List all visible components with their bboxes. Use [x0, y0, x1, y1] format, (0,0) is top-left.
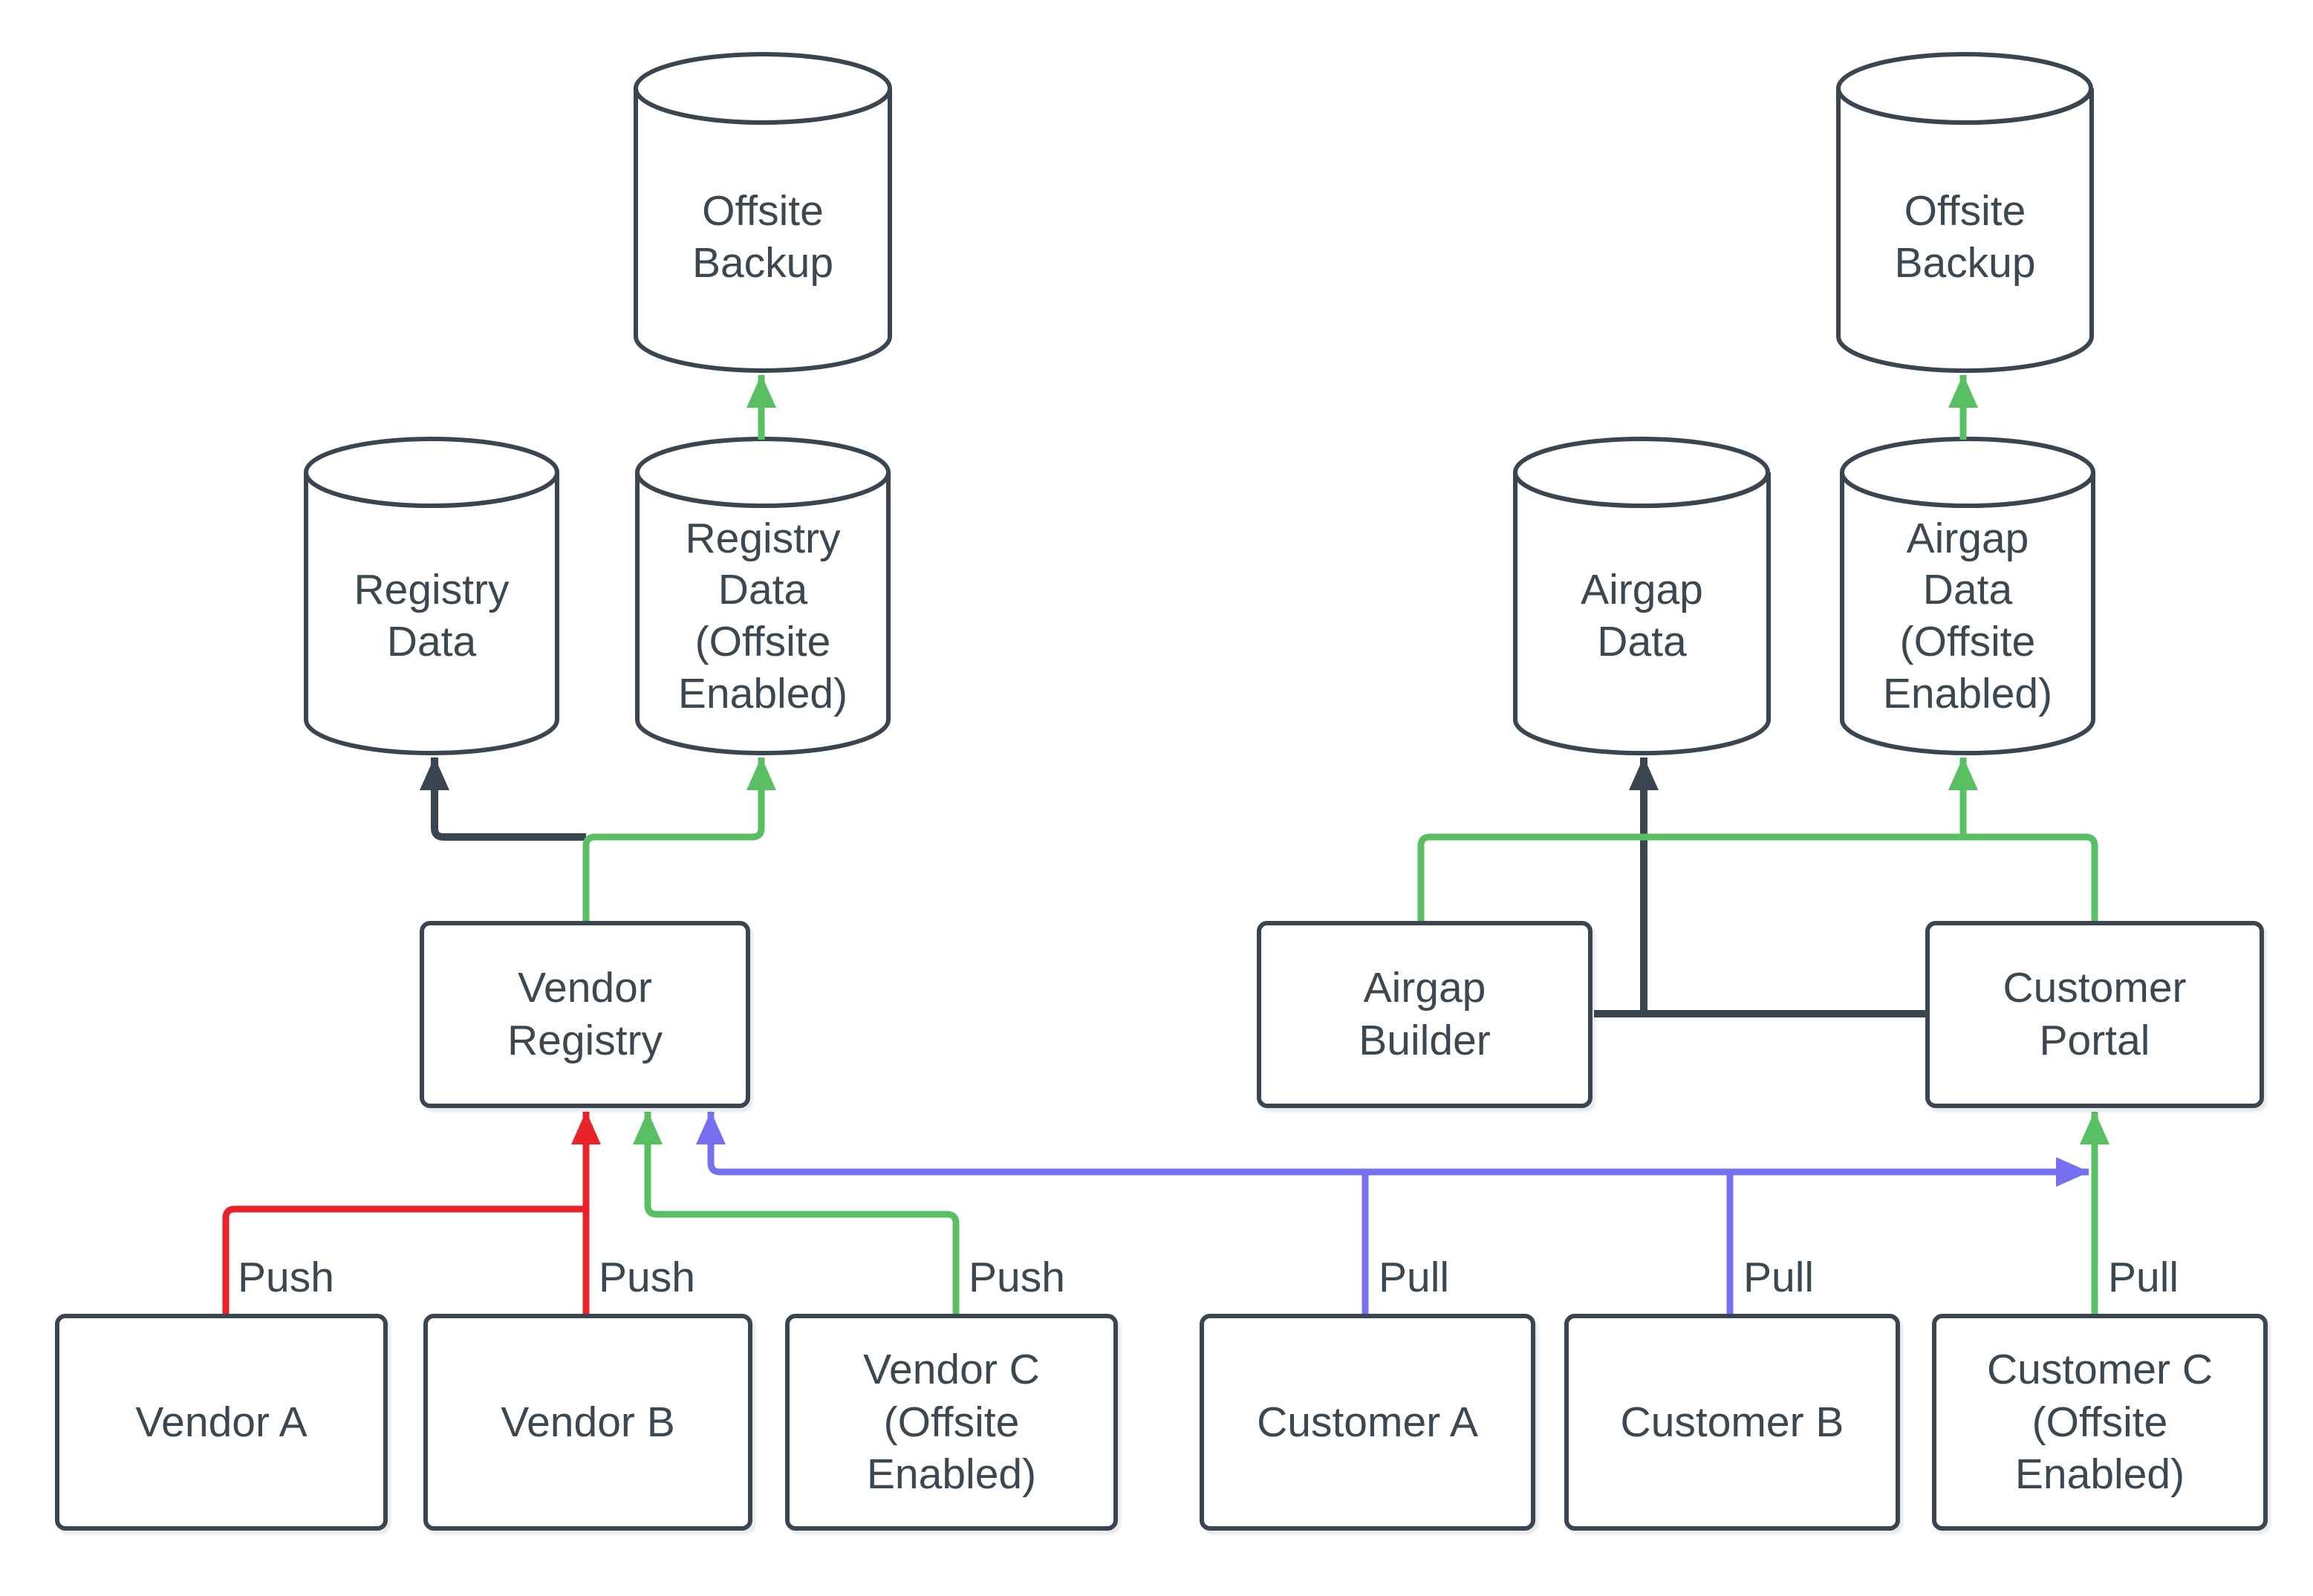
registry-data-cylinder [304, 437, 559, 755]
offsite-backup-right-cylinder [1836, 52, 2094, 374]
customer-c-node: Customer C (Offsite Enabled) [1932, 1314, 2268, 1531]
edge-vendor-c-push [633, 1111, 960, 1314]
airgap-data-cylinder [1513, 437, 1771, 756]
push-label-vendor-c: Push [969, 1254, 1065, 1301]
vendor-registry-node: Vendor Registry [420, 921, 750, 1108]
registry-data-offsite-cylinder [635, 437, 891, 755]
customer-b-node: Customer B [1564, 1314, 1900, 1531]
push-label-vendor-a: Push [238, 1254, 334, 1301]
pull-label-customer-b: Pull [1743, 1254, 1815, 1301]
customer-portal-node: Customer Portal [1925, 921, 2264, 1108]
edge-customers-pull-bus [696, 1111, 2089, 1187]
push-label-vendor-b: Push [599, 1254, 695, 1301]
pull-label-customer-a: Pull [1379, 1254, 1450, 1301]
edge-vendor-registry-to-registry-data-offsite [582, 757, 776, 921]
edge-vendor-a-push [222, 1205, 586, 1314]
airgap-builder-node: Airgap Builder [1257, 921, 1593, 1108]
vendor-a-node: Vendor A [55, 1314, 388, 1531]
edge-builder-portal-green-bus [1417, 833, 2098, 921]
edge-vendor-registry-to-registry-data [420, 757, 586, 841]
customer-a-node: Customer A [1200, 1314, 1535, 1531]
offsite-backup-left-cylinder [634, 52, 892, 373]
vendor-b-node: Vendor B [423, 1314, 752, 1531]
vendor-c-node: Vendor C (Offsite Enabled) [785, 1314, 1118, 1531]
airgap-data-offsite-cylinder [1840, 437, 2095, 755]
pull-label-customer-c: Pull [2108, 1254, 2179, 1301]
